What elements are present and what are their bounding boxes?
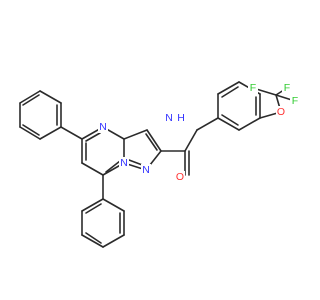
atom-label-nh-n: N xyxy=(165,112,173,124)
chemical-structure: N N N N H O O F F F xyxy=(19,81,299,248)
atom-labels: N N N N H O O F F F xyxy=(98,82,299,183)
atom-label-n-ring-bottom-right: N xyxy=(142,164,150,176)
phenyl-ring-lower xyxy=(81,174,125,248)
atom-label-nh-h: H xyxy=(177,112,185,124)
atom-label-o-carbonyl: O xyxy=(176,171,184,183)
atom-label-f-right: F xyxy=(292,95,298,107)
phenyl-ring-upper xyxy=(19,90,62,140)
atom-label-o-ether: O xyxy=(277,106,285,118)
atom-label-n-ring-bottom-left: N xyxy=(120,157,128,169)
atom-label-f-top-left: F xyxy=(250,82,256,94)
atom-label-n-ring-top: N xyxy=(99,121,107,133)
pyrimidine-ring xyxy=(60,126,125,176)
amide-group xyxy=(160,129,198,176)
atom-label-f-top-right: F xyxy=(284,82,290,94)
